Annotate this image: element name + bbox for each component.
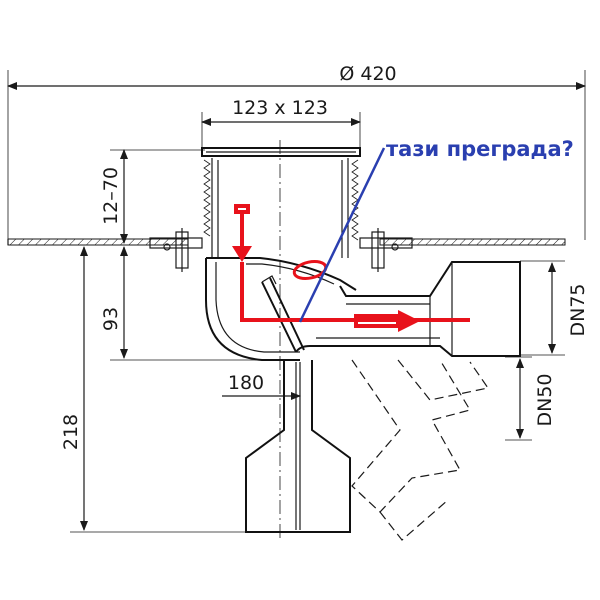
diameter-dimension: Ø 420: [7, 63, 586, 240]
bottom-outlet-dimension: DN50: [505, 356, 556, 441]
annotation-pointer: [298, 147, 386, 323]
height-adjust-dimension: 12–70: [100, 149, 205, 244]
floor-slab: [7, 238, 566, 246]
total-height-dimension: 218: [60, 244, 245, 533]
drain-upper-body: [149, 140, 413, 540]
bottom-outlet-label: DN50: [534, 373, 556, 426]
flow-arrow: [232, 204, 470, 332]
height-adjust-label: 12–70: [100, 167, 122, 225]
drain-bowl: [205, 257, 357, 361]
outlet-offset-dimension: 180: [222, 372, 301, 400]
total-height-label: 218: [60, 414, 82, 450]
diameter-label: Ø 420: [339, 63, 396, 85]
grate-size-label: 123 x 123: [232, 97, 328, 119]
side-outlet-dimension: DN75: [520, 260, 589, 356]
grate-dimension: 123 x 123: [201, 97, 361, 150]
bottom-outlet-pipe: [245, 360, 351, 533]
outlet-height-dimension: 93: [100, 244, 300, 361]
alternative-outlet-dashed: [351, 359, 490, 541]
outlet-offset-label: 180: [228, 372, 264, 394]
outlet-height-label: 93: [100, 307, 122, 331]
side-outlet-label: DN75: [567, 283, 589, 336]
annotation-question: тази преграда?: [386, 137, 574, 161]
